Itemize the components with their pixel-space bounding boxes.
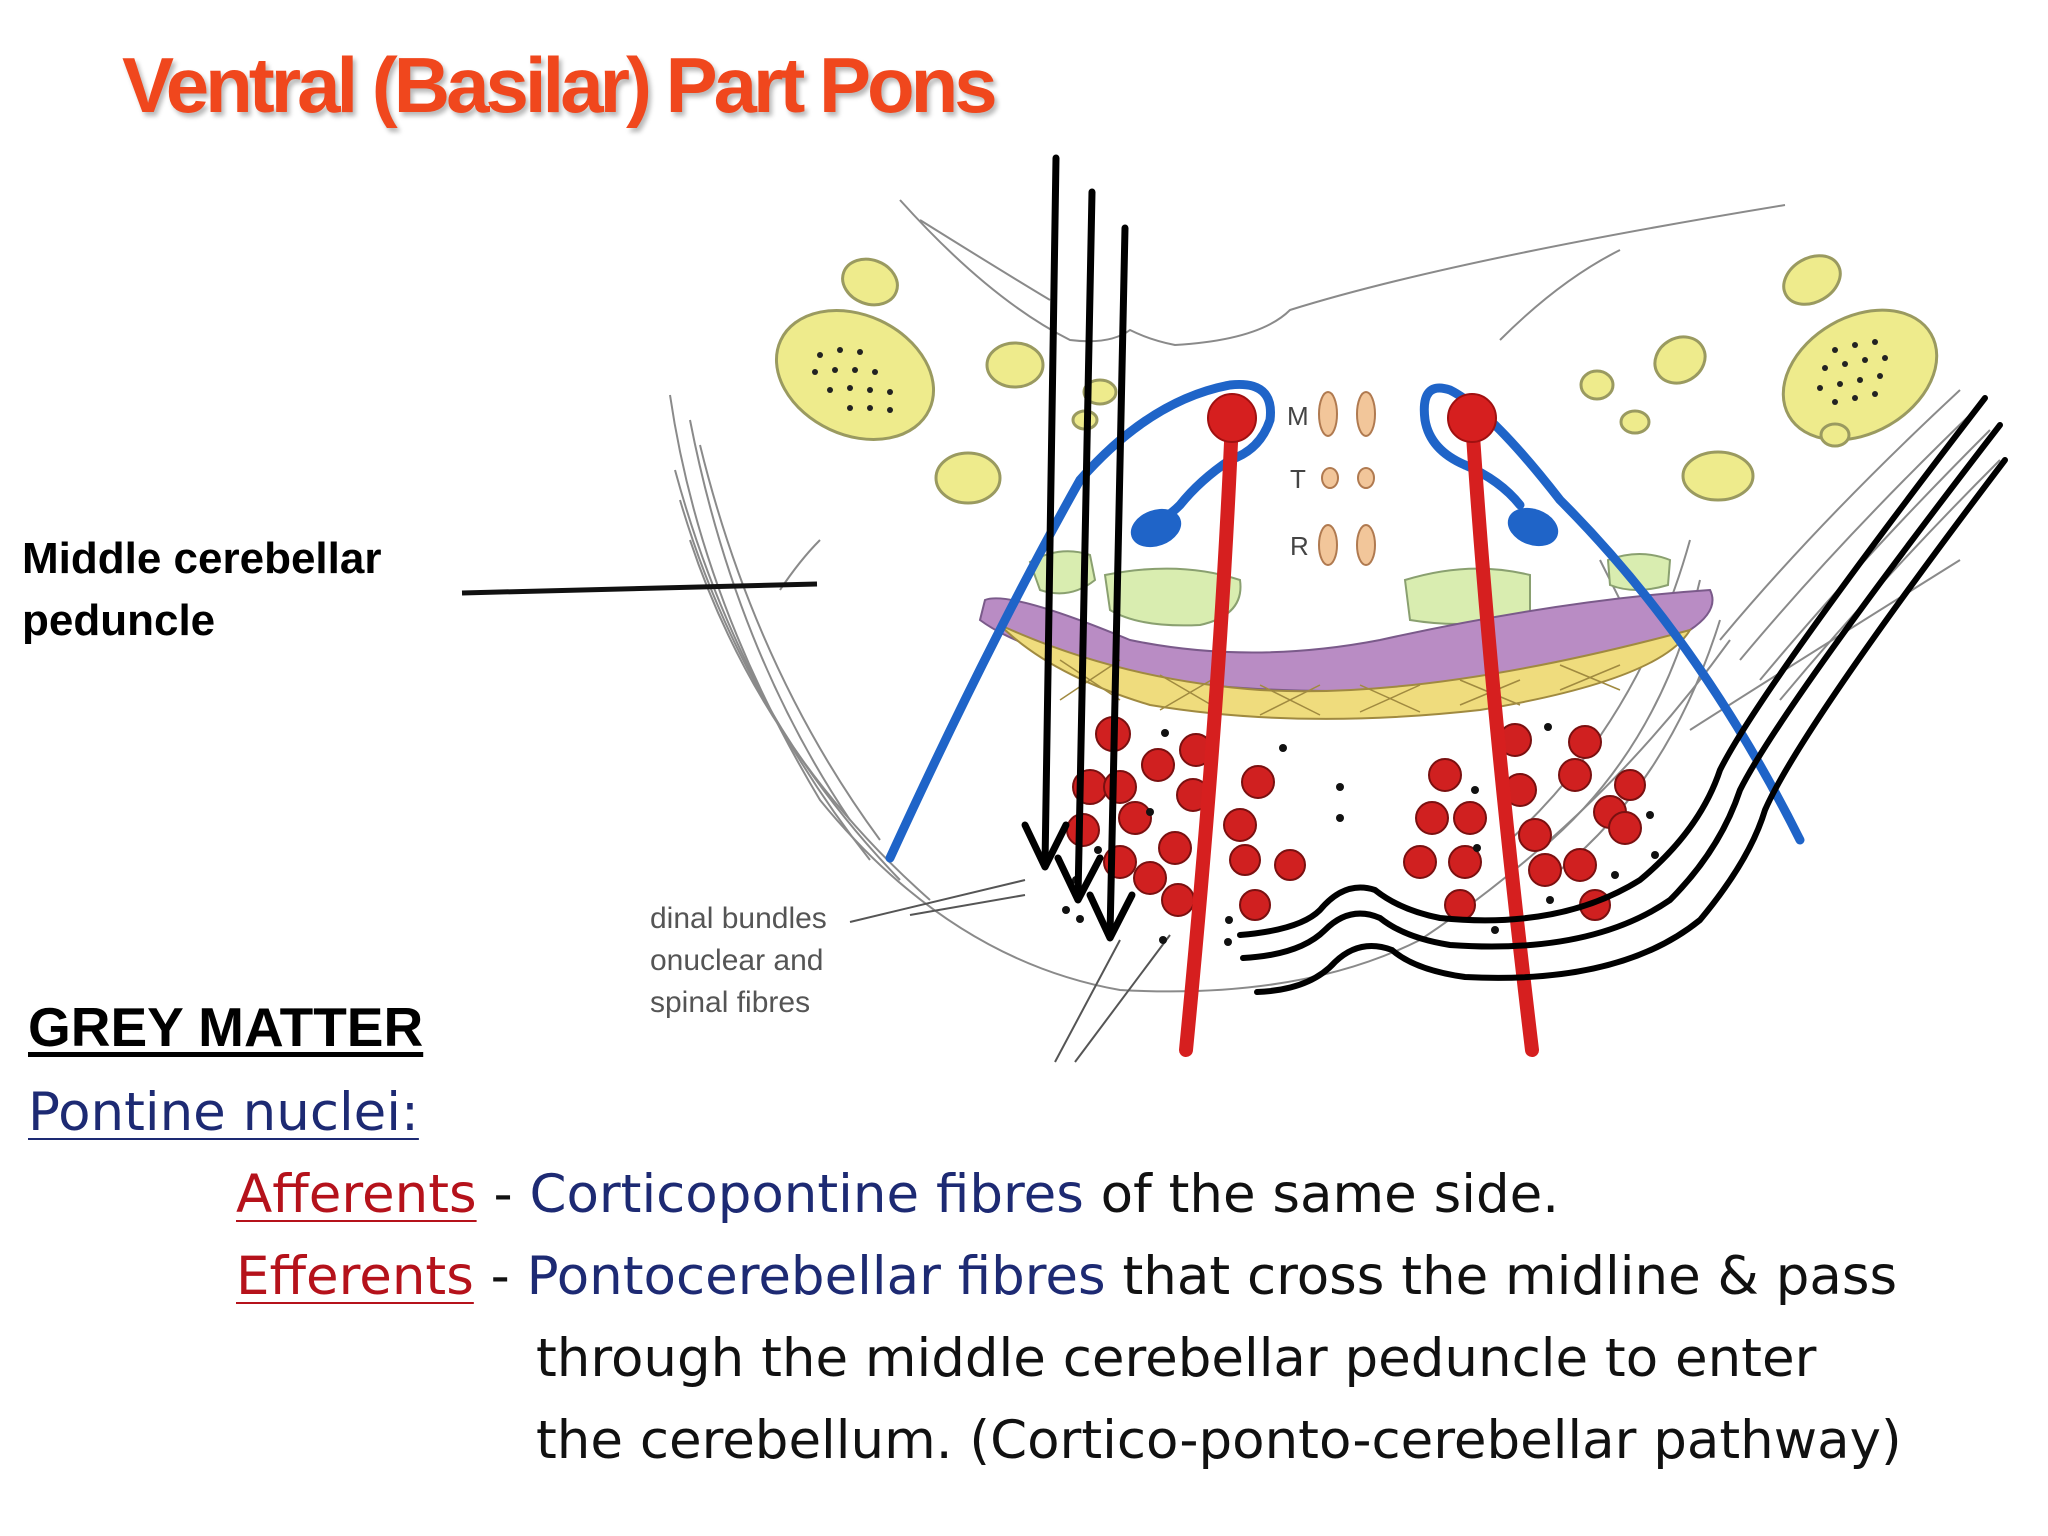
green-regions [1028, 550, 1672, 627]
nucleus-dots [812, 339, 1888, 413]
mcp-label-line2: peduncle [22, 596, 216, 645]
red-tracts [1179, 413, 1539, 1057]
efferents-line-3: the cerebellum. (Cortico-ponto-cerebella… [536, 1410, 1902, 1471]
fragment-label-3: spinal fibres [650, 986, 810, 1019]
middle-cerebellar-peduncle-label: Middle cerebellar peduncle [22, 528, 381, 652]
afferents-separator: - [476, 1164, 530, 1225]
fragment-label-1: dinal bundles [650, 902, 827, 935]
label-t: T [1290, 464, 1306, 494]
pontine-nuclei-right [1403, 723, 1646, 921]
afferents-rest: of the same side. [1083, 1164, 1560, 1225]
fragment-pointer-lines [849, 879, 1171, 1063]
nuclei-left [774, 257, 1118, 505]
afferents-line: Afferents - Corticopontine fibres of the… [236, 1154, 1559, 1236]
efferents-line: Efferents - Pontocerebellar fibres that … [236, 1236, 1897, 1318]
efferents-source: Pontocerebellar fibres [526, 1246, 1106, 1307]
pontocerebellar-fibres [1237, 395, 2008, 995]
efferents-term: Efferents [236, 1246, 474, 1307]
yellow-band [999, 624, 1693, 720]
afferents-source: Corticopontine fibres [529, 1164, 1084, 1225]
afferents-term: Afferents [236, 1164, 477, 1225]
corticopontine-arrows [1021, 154, 1136, 942]
mcp-label-line1: Middle cerebellar [22, 534, 382, 583]
efferents-separator: - [473, 1246, 527, 1307]
pontine-nuclei-left [1066, 716, 1306, 921]
mcp-pointer-line [461, 581, 818, 596]
grey-matter-heading: GREY MATTER [28, 996, 424, 1058]
label-r: R [1290, 531, 1309, 561]
band-crosshatch [1059, 659, 1621, 716]
nuclei-right [1579, 254, 1939, 502]
scattered-dots [1062, 723, 1659, 946]
fragment-label-2: onuclear and [650, 944, 823, 977]
blue-nuclei [1130, 507, 1559, 548]
label-m: M [1287, 401, 1309, 431]
slide-title: Ventral (Basilar) Part Pons [122, 41, 998, 129]
pontine-nuclei-heading: Pontine nuclei: [28, 1082, 419, 1143]
paired-nuclei [1318, 391, 1376, 566]
efferents-line-2: through the middle cerebellar peduncle t… [536, 1328, 1817, 1389]
red-tract-heads [1207, 393, 1497, 443]
efferents-rest: that cross the midline & pass [1105, 1246, 1898, 1307]
